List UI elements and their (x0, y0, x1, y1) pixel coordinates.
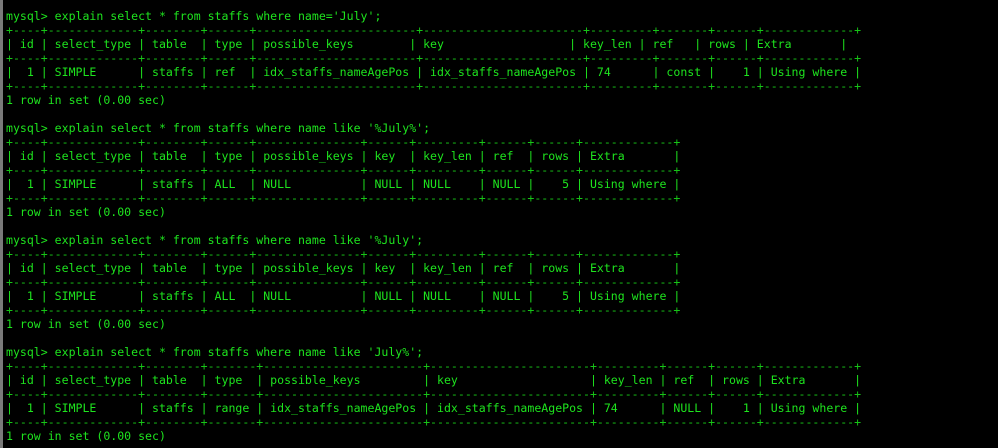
blank-line (6, 219, 998, 233)
query-block-4: mysql> explain select * from staffs wher… (6, 345, 998, 443)
table-border-bottom: +----+-------------+--------+------+----… (6, 303, 681, 317)
table-row: | 1 | SIMPLE | staffs | ref | idx_staffs… (6, 65, 862, 79)
table-header-row: | id | select_type | table | type | poss… (6, 373, 862, 387)
command-line: mysql> explain select * from staffs wher… (6, 233, 424, 247)
table-border-middle: +----+-------------+--------+------+----… (6, 275, 681, 289)
table-border-top: +----+-------------+--------+------+----… (6, 23, 862, 37)
command-line: mysql> explain select * from staffs wher… (6, 345, 424, 359)
blank-line (6, 331, 998, 345)
table-header-row: | id | select_type | table | type | poss… (6, 37, 848, 51)
command-line: mysql> explain select * from staffs wher… (6, 9, 382, 23)
table-border-bottom: +----+-------------+--------+------+----… (6, 191, 681, 205)
query-block-3: mysql> explain select * from staffs wher… (6, 233, 998, 331)
query-block-1: mysql> explain select * from staffs wher… (6, 9, 998, 107)
command-line: mysql> explain select * from staffs wher… (6, 121, 431, 135)
result-summary: 1 row in set (0.00 sec) (6, 205, 166, 219)
table-border-middle: +----+-------------+--------+------+----… (6, 51, 862, 65)
table-border-middle: +----+-------------+--------+------+----… (6, 163, 681, 177)
blank-line (6, 107, 998, 121)
table-row: | 1 | SIMPLE | staffs | range | idx_staf… (6, 401, 862, 415)
query-block-2: mysql> explain select * from staffs wher… (6, 121, 998, 219)
table-border-bottom: +----+-------------+--------+------+----… (6, 79, 862, 93)
table-border-top: +----+-------------+--------+------+----… (6, 247, 681, 261)
table-border-bottom: +----+-------------+--------+-------+---… (6, 415, 862, 429)
table-border-top: +----+-------------+--------+------+----… (6, 135, 681, 149)
result-summary: 1 row in set (0.00 sec) (6, 429, 166, 443)
table-row: | 1 | SIMPLE | staffs | ALL | NULL | NUL… (6, 289, 681, 303)
table-header-row: | id | select_type | table | type | poss… (6, 261, 681, 275)
table-border-middle: +----+-------------+--------+-------+---… (6, 387, 862, 401)
result-summary: 1 row in set (0.00 sec) (6, 93, 166, 107)
table-row: | 1 | SIMPLE | staffs | ALL | NULL | NUL… (6, 177, 681, 191)
result-summary: 1 row in set (0.00 sec) (6, 317, 166, 331)
table-header-row: | id | select_type | table | type | poss… (6, 149, 681, 163)
table-border-top: +----+-------------+--------+-------+---… (6, 359, 862, 373)
